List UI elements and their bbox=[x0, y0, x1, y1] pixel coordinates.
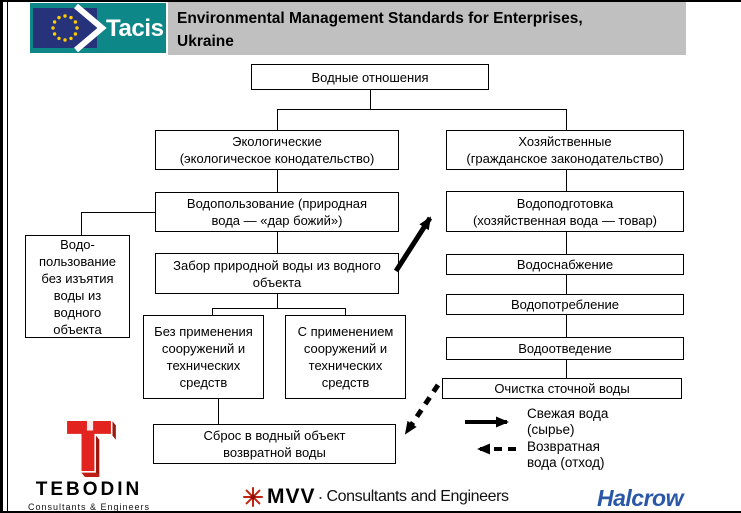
connector bbox=[277, 109, 567, 110]
legend-fresh-label: Свежая вода (сырье) bbox=[527, 406, 609, 437]
mvv-name: MVV bbox=[267, 485, 316, 508]
connector bbox=[212, 308, 213, 316]
box-with-facilities: С применением сооружений и технических с… bbox=[285, 315, 406, 399]
tebodin-t-logo-icon bbox=[65, 419, 116, 477]
box-water-relations: Водные отношения bbox=[251, 64, 489, 90]
box-discharge: Сброс в водный объект возвратной воды bbox=[153, 424, 396, 464]
connector bbox=[345, 308, 346, 316]
chevron-right-icon bbox=[74, 3, 107, 53]
box-water-treatment: Водоподготовка (хозяйственная вода — тов… bbox=[446, 191, 684, 232]
fresh-water-arrow bbox=[393, 216, 433, 273]
tebodin-name: TEBODIN bbox=[35, 479, 143, 500]
slide-title: Environmental Management Standards for E… bbox=[168, 2, 686, 55]
box-ecological: Экологические (экологическое конодательс… bbox=[155, 130, 399, 170]
box-wastewater-treatment: Очистка сточной воды bbox=[442, 378, 682, 399]
connector bbox=[277, 109, 278, 132]
connector bbox=[212, 308, 346, 309]
box-water-disposal: Водоотведение bbox=[446, 337, 684, 360]
connector bbox=[218, 399, 219, 425]
return-water-arrow bbox=[403, 383, 441, 435]
box-water-consumption: Водопотребление bbox=[446, 294, 684, 315]
mvv-logo: MVV · Consultants and Engineers bbox=[242, 485, 509, 509]
slide-left-rule bbox=[7, 2, 8, 511]
mvv-tagline: Consultants and Engineers bbox=[326, 488, 510, 505]
connector bbox=[81, 212, 82, 236]
tacis-logo: Tacis bbox=[30, 3, 166, 53]
box-without-facilities: Без применения сооружений и технических … bbox=[143, 315, 264, 399]
box-water-use-no-withdrawal: Водо- пользование без изъятия воды из во… bbox=[25, 235, 130, 338]
tebodin-tagline: Consultants & Engineers bbox=[27, 502, 151, 512]
starburst-icon bbox=[243, 487, 263, 507]
box-intake: Забор природной воды из водного объекта bbox=[155, 253, 399, 294]
legend-return-label: Возвратная вода (отход) bbox=[527, 439, 605, 470]
connector bbox=[81, 212, 156, 213]
box-water-use: Водопользование (природная вода — «дар б… bbox=[155, 192, 399, 232]
halcrow-logo: Halcrow bbox=[597, 485, 683, 511]
connector bbox=[370, 90, 371, 109]
mvv-separator: · bbox=[317, 486, 324, 507]
connector bbox=[277, 294, 278, 309]
tebodin-logo: TEBODIN Consultants & Engineers bbox=[23, 414, 155, 512]
box-economic: Хозяйственные (гражданское законодательс… bbox=[446, 130, 684, 170]
box-water-supply: Водоснабжение bbox=[446, 254, 684, 275]
tacis-wordmark: Tacis bbox=[106, 15, 164, 42]
connector bbox=[566, 109, 567, 131]
